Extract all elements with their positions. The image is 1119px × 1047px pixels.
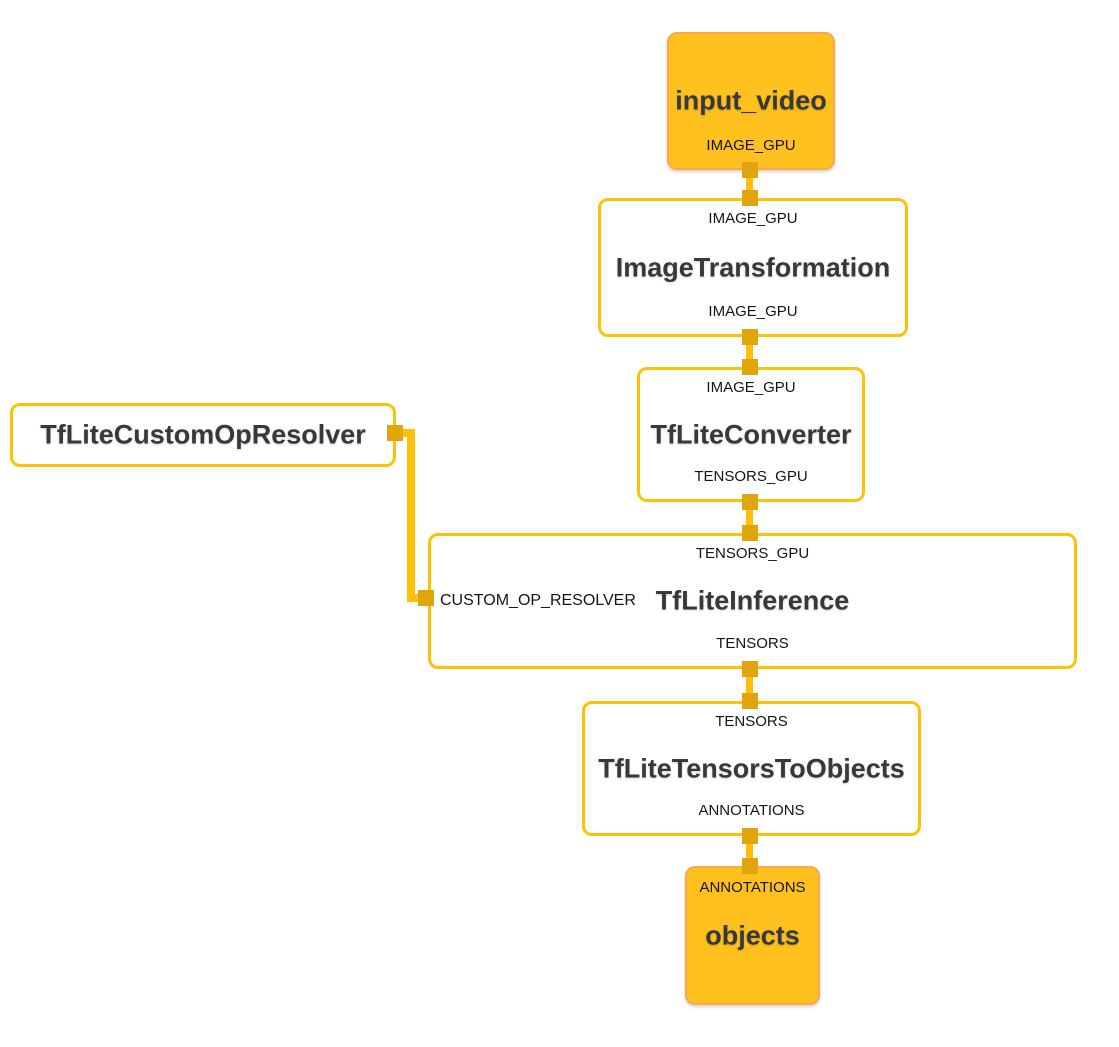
port-connector [742, 359, 758, 375]
node-objects[interactable]: ANNOTATIONS objects [685, 866, 820, 1005]
input-port-label: ANNOTATIONS [699, 879, 806, 896]
node-title: TfLiteInference [655, 585, 850, 616]
node-title: TfLiteConverter [650, 419, 852, 449]
edge-input-video-to-image-transformation [746, 170, 753, 198]
node-title: TfLiteCustomOpResolver [40, 419, 366, 450]
input-port-label: TENSORS [715, 713, 788, 730]
output-port-label: ANNOTATIONS [698, 802, 805, 819]
port-connector [742, 525, 758, 541]
edge-image-transformation-to-tflite-converter [746, 337, 753, 367]
edge-tflite-inference-to-tflite-tensors-to-objects [746, 669, 753, 701]
node-tflite-converter[interactable]: IMAGE_GPU TfLiteConverter TENSORS_GPU [637, 367, 865, 502]
port-connector [742, 190, 758, 206]
edge-custom-op-resolver-segment-v [407, 429, 415, 602]
node-tflite-custom-op-resolver[interactable]: TfLiteCustomOpResolver [10, 403, 396, 467]
edge-custom-op-resolver-segment-h1 [392, 429, 415, 437]
node-tflite-inference[interactable]: TENSORS_GPU CUSTOM_OP_RESOLVER TfLiteInf… [428, 533, 1077, 669]
input-port-label: IMAGE_GPU [708, 210, 798, 227]
node-image-transformation[interactable]: IMAGE_GPU ImageTransformation IMAGE_GPU [598, 198, 908, 337]
edge-tflite-tensors-to-objects-to-objects [746, 836, 753, 866]
node-title: ImageTransformation [615, 252, 891, 282]
port-connector [742, 162, 758, 178]
node-tflite-tensors-to-objects[interactable]: TENSORS TfLiteTensorsToObjects ANNOTATIO… [582, 701, 921, 836]
port-connector [742, 661, 758, 677]
output-port-label: TENSORS_GPU [694, 468, 808, 485]
port-connector [742, 693, 758, 709]
output-port-label: TENSORS [716, 635, 789, 652]
port-connector [387, 425, 403, 441]
output-port-label: IMAGE_GPU [708, 303, 798, 320]
node-title: TfLiteTensorsToObjects [598, 753, 905, 783]
port-connector [742, 828, 758, 844]
edge-tflite-converter-to-tflite-inference [746, 502, 753, 533]
input-port-label: IMAGE_GPU [706, 379, 796, 396]
node-title: objects [705, 920, 800, 950]
input-port-label: TENSORS_GPU [695, 545, 810, 562]
side-port-label: CUSTOM_OP_RESOLVER [440, 592, 636, 609]
node-title: input_video [675, 85, 827, 116]
port-connector [742, 329, 758, 345]
port-connector [418, 590, 434, 606]
output-port-label: IMAGE_GPU [706, 137, 796, 154]
port-connector [742, 494, 758, 510]
edge-custom-op-resolver-segment-h2 [407, 594, 428, 602]
port-connector [742, 858, 758, 874]
node-input-video[interactable]: input_video IMAGE_GPU [667, 32, 835, 170]
